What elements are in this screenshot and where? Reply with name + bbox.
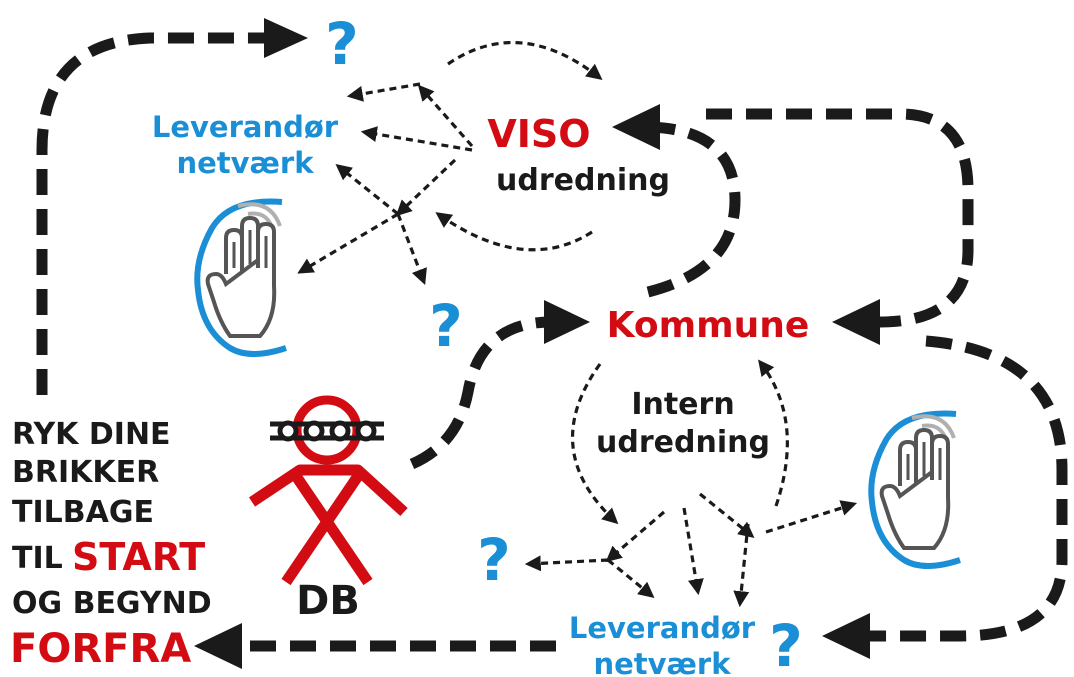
arrow-kommune-to-viso: [646, 121, 741, 298]
internal-line2: udredning: [596, 425, 770, 460]
instruction-forfra: FORFRA: [10, 626, 191, 672]
question-mark-icon: ?: [325, 10, 359, 78]
question-mark-icon: ?: [477, 526, 511, 594]
instruction-line3: TILBAGE: [12, 495, 154, 530]
arrow-kommune-to-bottom: [870, 335, 1068, 642]
arrow-restart-to-top: [36, 32, 268, 395]
supplier-network-bottom-line2: netværk: [593, 647, 731, 677]
person-label: DB: [296, 578, 360, 624]
tactile-hand-icon: [194, 198, 287, 357]
kommune-label: Kommune: [607, 305, 810, 346]
instruction-start: START: [72, 535, 205, 579]
question-mark-icon: ?: [769, 612, 803, 677]
supplier-network-top-line1: Leverandør: [152, 110, 339, 144]
instruction-line2: BRIKKER: [12, 455, 159, 490]
arrow-db-to-kommune: [409, 316, 549, 470]
instruction-line4-prefix: TIL: [12, 541, 63, 576]
instruction-line1: RYK DINE: [12, 417, 171, 452]
arrow-viso-to-kommune: [706, 108, 974, 328]
instruction-line5: OG BEGYND: [12, 586, 212, 621]
tactile-hand-icon: [868, 410, 961, 569]
supplier-network-top-line2: netværk: [176, 146, 314, 180]
viso-subtitle: udredning: [496, 163, 670, 198]
question-mark-icon: ?: [429, 292, 463, 360]
deafblind-person-icon: [248, 395, 408, 586]
viso-title: VISO: [487, 112, 590, 156]
internal-line1: Intern: [631, 387, 734, 422]
supplier-network-bottom-line1: Leverandør: [569, 611, 756, 645]
